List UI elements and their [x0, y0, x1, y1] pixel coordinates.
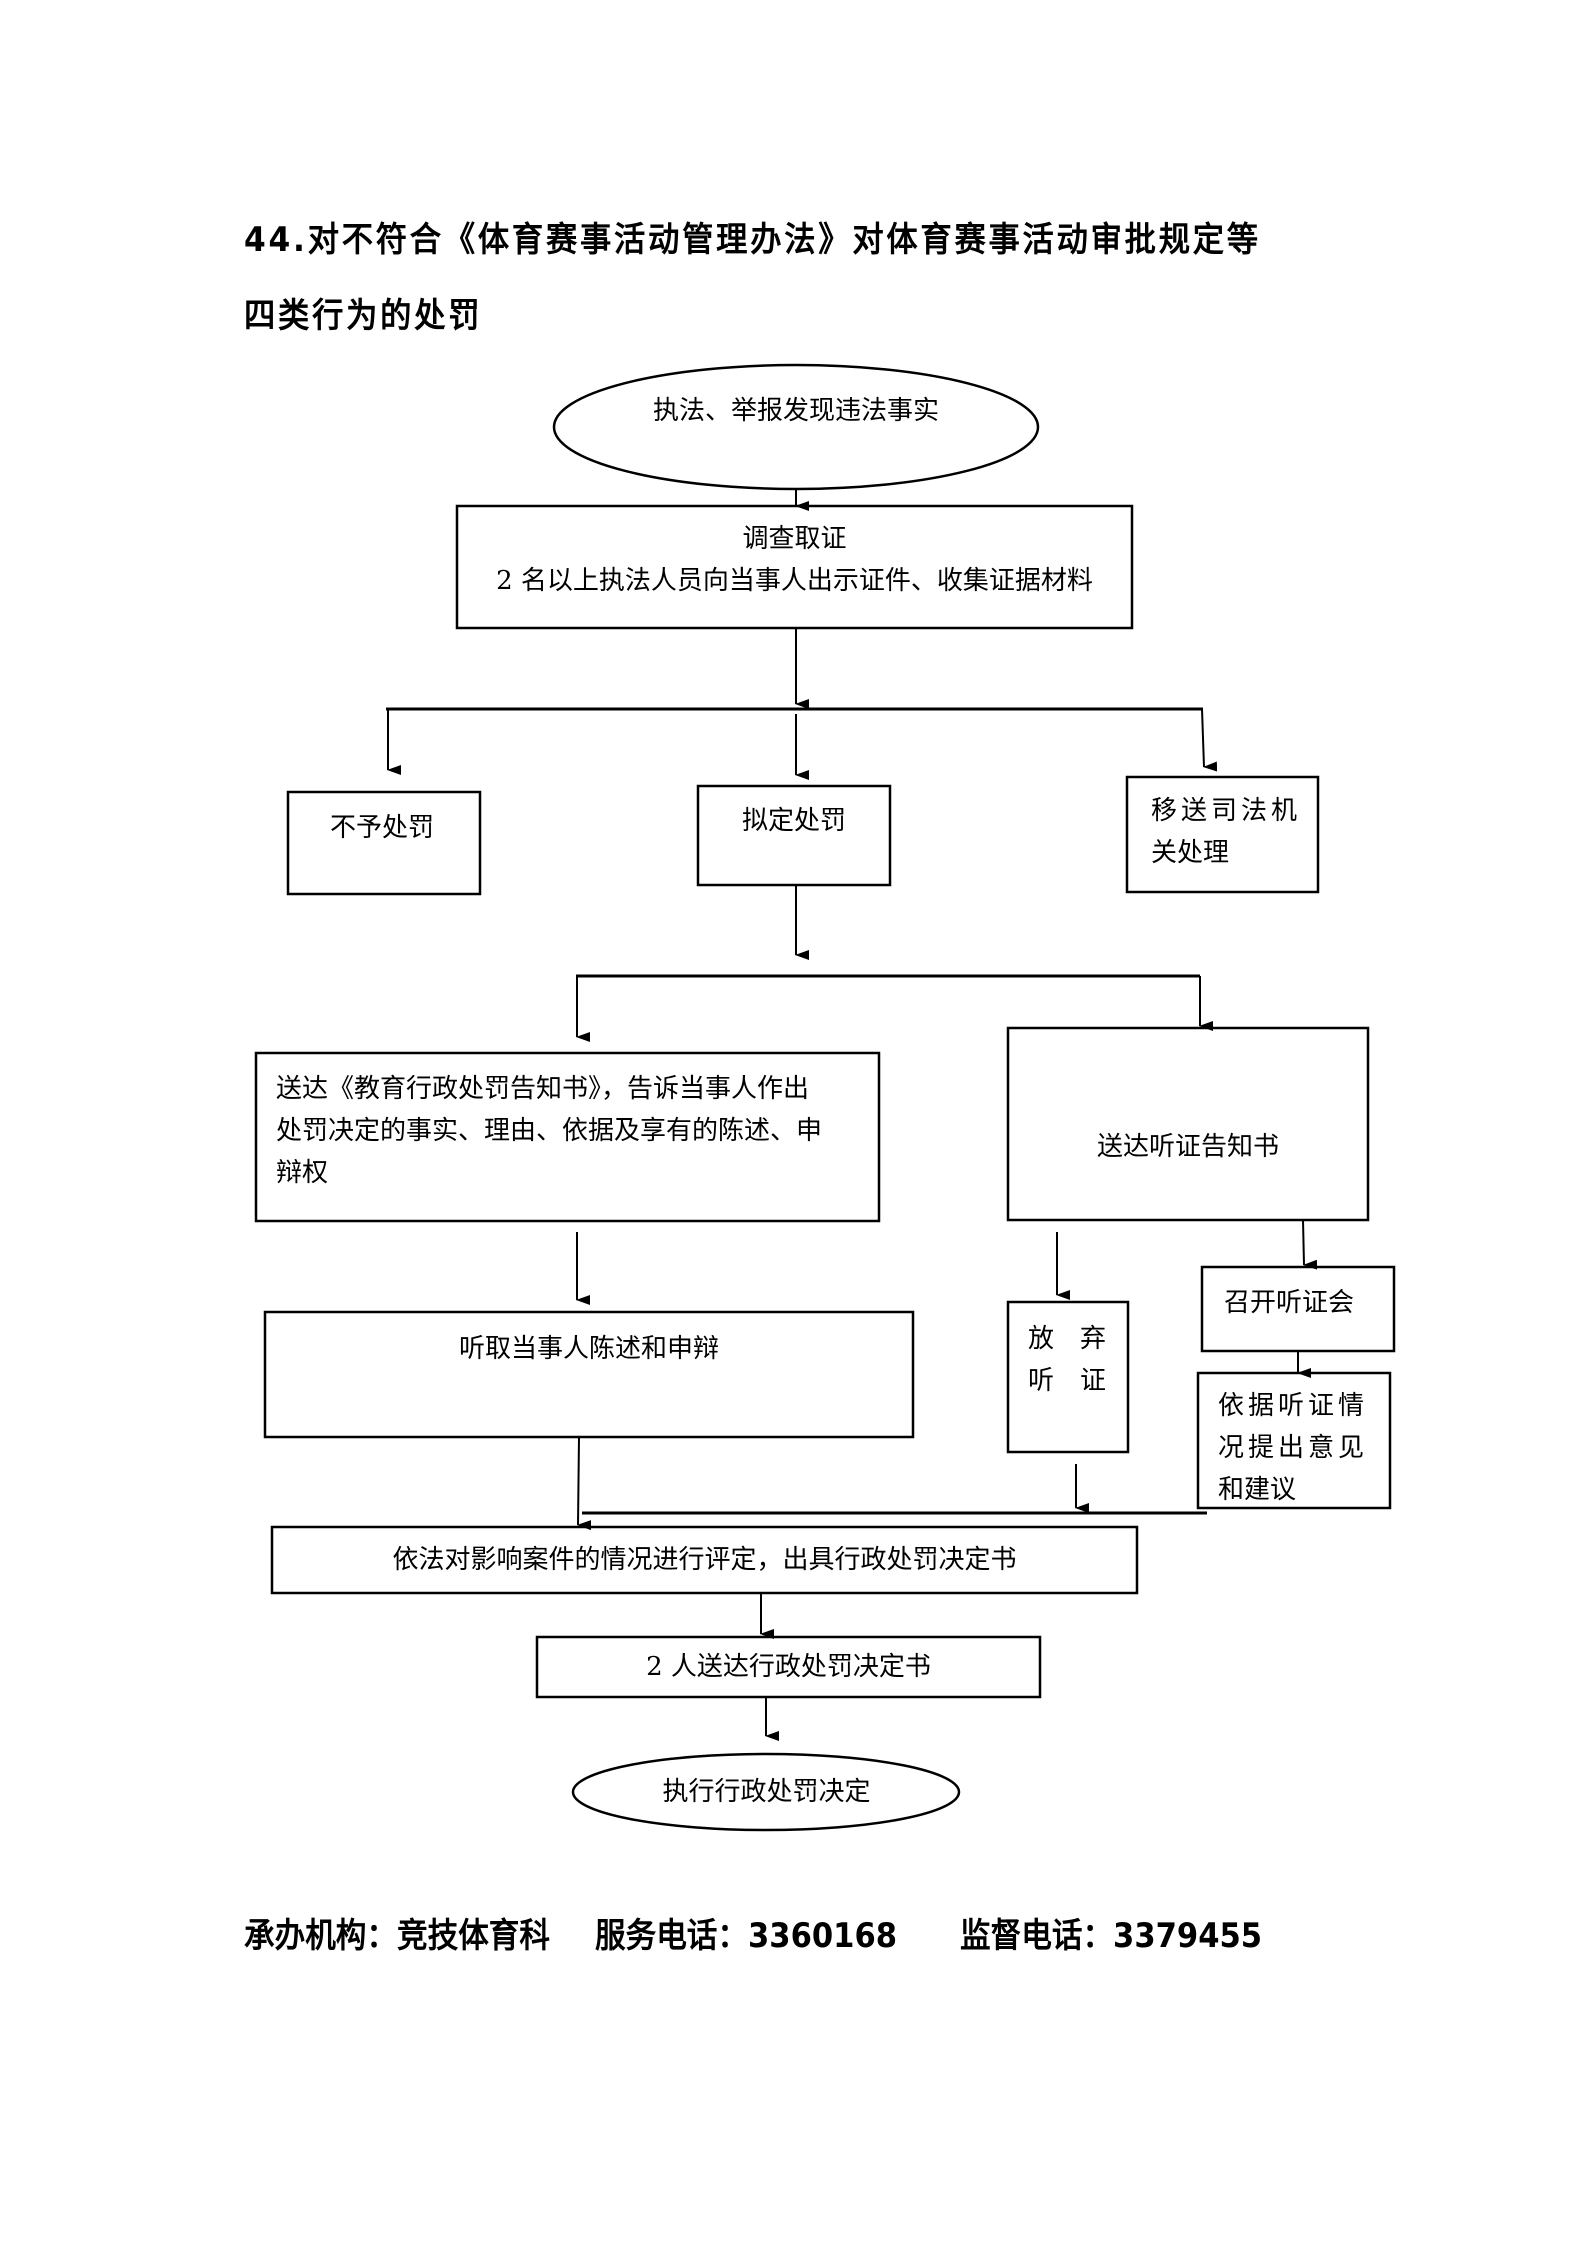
execute-label: 执行行政处罚决定 [662, 1777, 871, 1807]
waive-hearing-box [1006, 1300, 1130, 1454]
transfer-judicial-line-2: 关处理 [1151, 838, 1230, 868]
connector-listen-evaluate [577, 1436, 592, 1531]
propose-penalty-box [696, 784, 892, 887]
end-oval [571, 1752, 961, 1832]
connector-transfer-judicial [1201, 708, 1218, 772]
start-label: 执法、举报发现违法事实 [652, 396, 939, 426]
document-title-line-1: 44.对不符合《体育赛事活动管理办法》对体育赛事活动审批规定等 [244, 220, 1261, 260]
notice-line-2: 处罚决定的事实、理由、依据及享有的陈述、申 [276, 1116, 823, 1146]
no-penalty-box [286, 790, 482, 896]
notice-line-3: 辩权 [276, 1158, 329, 1188]
footer-contact: 承办机构：竞技体育科 服务电话：3360168 监督电话：3379455 [244, 1908, 1262, 1957]
hearing-notice-label: 送达听证告知书 [1096, 1132, 1279, 1162]
listen-statement-box [263, 1310, 915, 1439]
waive-hearing-line-2: 听 证 [1028, 1366, 1107, 1396]
footer-service-phone: 服务电话：3360168 [595, 1916, 898, 1956]
hold-hearing-label: 召开听证会 [1224, 1288, 1355, 1318]
transfer-judicial-box [1125, 775, 1320, 894]
deliver-decision-box [535, 1635, 1042, 1699]
hearing-opinion-line-3: 和建议 [1218, 1475, 1297, 1505]
investigate-title: 调查取证 [742, 524, 847, 554]
hearing-notice-box [1006, 1026, 1370, 1222]
investigate-box [455, 504, 1134, 630]
footer-supervise-phone: 监督电话：3379455 [960, 1916, 1263, 1956]
transfer-judicial-line-1: 移送司法机 [1151, 796, 1302, 826]
propose-penalty-label: 拟定处罚 [742, 806, 847, 836]
notice-box [254, 1051, 881, 1223]
no-penalty-label: 不予处罚 [330, 813, 435, 843]
listen-statement-label: 听取当事人陈述和申辩 [458, 1334, 719, 1364]
notice-line-1: 送达《教育行政处罚告知书》，告诉当事人作出 [276, 1074, 810, 1104]
hearing-opinion-line-1: 依据听证情 [1218, 1391, 1369, 1421]
document-title-line-2: 四类行为的处罚 [244, 296, 483, 336]
waive-hearing-line-1: 放 弃 [1028, 1324, 1107, 1354]
connector-hold [1302, 1219, 1318, 1270]
investigate-detail: 2 名以上执法人员向当事人出示证件、收集证据材料 [496, 566, 1093, 596]
evaluate-box [270, 1525, 1139, 1595]
evaluate-label: 依法对影响案件的情况进行评定，出具行政处罚决定书 [392, 1545, 1017, 1575]
deliver-decision-label: 2 人送达行政处罚决定书 [646, 1652, 931, 1682]
footer-organization: 承办机构：竞技体育科 [244, 1916, 550, 1956]
hearing-opinion-box [1196, 1371, 1392, 1510]
hearing-opinion-line-2: 况提出意见 [1218, 1433, 1369, 1463]
